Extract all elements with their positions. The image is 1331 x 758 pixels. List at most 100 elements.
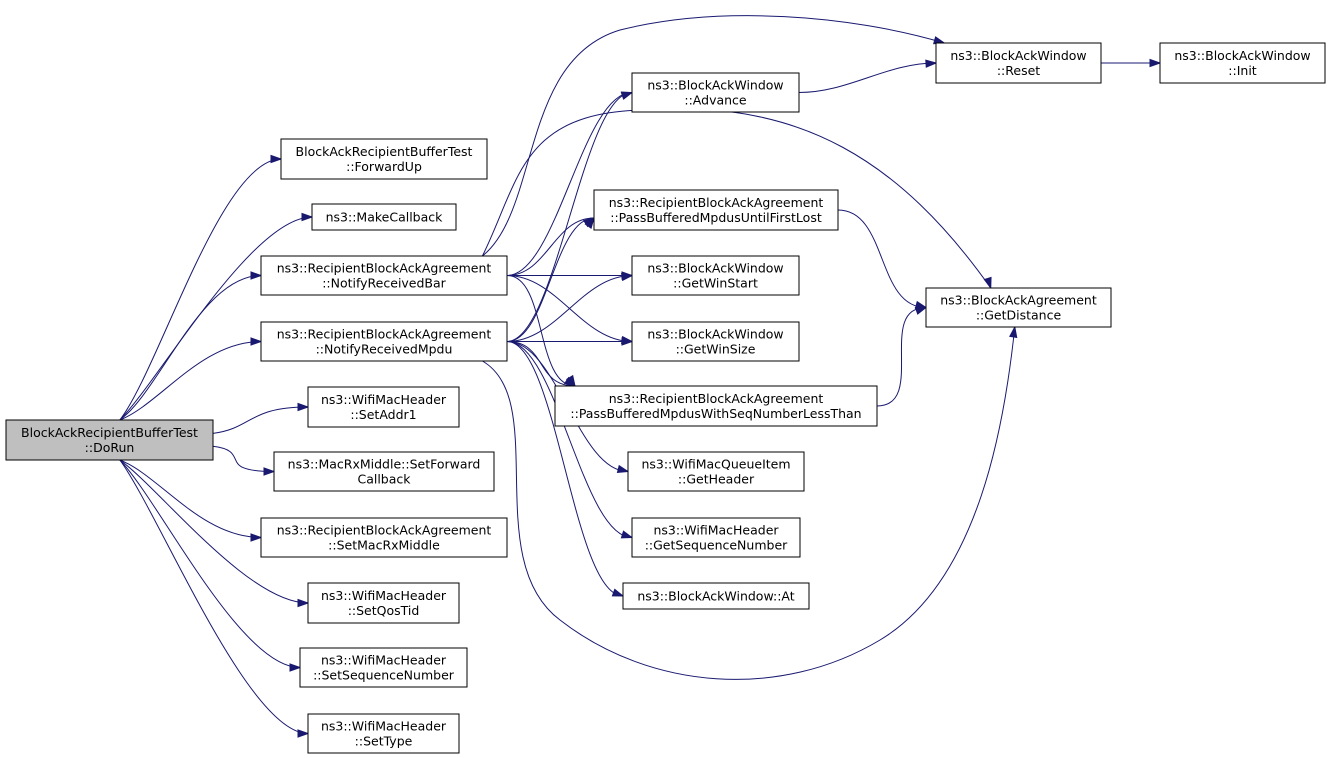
node-makecallback[interactable]: ns3::MakeCallback — [311, 203, 457, 231]
node-label: BlockAckRecipientBufferTest — [21, 425, 198, 440]
node-box — [307, 386, 460, 428]
node-notifybar[interactable]: ns3::RecipientBlockAckAgreement::NotifyR… — [260, 255, 508, 296]
node-label: ::NotifyReceivedBar — [322, 276, 446, 291]
node-getwinsize[interactable]: ns3::BlockAckWindow::GetWinSize — [631, 321, 800, 362]
node-label: ::GetSequenceNumber — [645, 538, 788, 553]
edge-dorun-to-settype — [119, 459, 310, 738]
node-label: ns3::RecipientBlockAckAgreement — [277, 327, 492, 342]
edge-line — [119, 158, 282, 421]
node-box — [299, 647, 468, 688]
node-getwinstart[interactable]: ns3::BlockAckWindow::GetWinStart — [631, 255, 800, 296]
node-notifympdu[interactable]: ns3::RecipientBlockAckAgreement::NotifyR… — [260, 321, 508, 362]
edge-arrowhead — [270, 154, 283, 164]
node-box — [1159, 42, 1326, 84]
node-label: ns3::BlockAckWindow — [950, 48, 1086, 63]
edge-line — [119, 459, 301, 668]
edge-dorun-to-makecallback — [119, 212, 314, 421]
node-label: ns3::MacRxMiddle::SetForward — [288, 457, 481, 472]
node-box — [631, 517, 801, 558]
edge-notifympdu-to-at — [506, 341, 625, 597]
node-label: ns3::WifiMacHeader — [321, 719, 447, 734]
edge-arrowhead — [611, 588, 625, 597]
edge-arrowhead — [297, 402, 310, 412]
node-label: ns3::WifiMacHeader — [321, 392, 447, 407]
node-passlessthan[interactable]: ns3::RecipientBlockAckAgreement::PassBuf… — [554, 385, 878, 427]
node-label: ::Advance — [684, 93, 747, 108]
node-settype[interactable]: ns3::WifiMacHeader::SetType — [307, 713, 460, 754]
node-label: ns3::RecipientBlockAckAgreement — [609, 195, 824, 210]
node-setaddr1[interactable]: ns3::WifiMacHeader::SetAddr1 — [307, 386, 460, 428]
node-label: ns3::WifiMacHeader — [321, 588, 447, 603]
node-box — [5, 419, 214, 461]
edge-arrowhead — [914, 306, 928, 315]
node-reset[interactable]: ns3::BlockAckWindow::Reset — [935, 42, 1102, 84]
edge-arrowhead — [301, 212, 314, 222]
edge-line — [506, 92, 633, 342]
edge-arrowhead — [620, 530, 634, 539]
node-label: ::SetMacRxMiddle — [328, 538, 440, 553]
edge-passlessthan-to-getdistance — [876, 306, 928, 407]
node-advance[interactable]: ns3::BlockAckWindow::Advance — [631, 72, 800, 113]
edge-arrowhead — [297, 598, 310, 608]
node-box — [307, 713, 460, 754]
node-label: ns3::WifiMacHeader — [653, 523, 779, 538]
node-box — [311, 203, 457, 231]
edge-arrowhead — [620, 91, 634, 100]
node-label: ::Init — [1228, 63, 1257, 78]
node-label: ::GetWinStart — [673, 276, 758, 291]
edge-dorun-to-setforward — [212, 445, 276, 476]
edge-dorun-to-setmacrx — [119, 459, 263, 542]
node-box — [631, 72, 800, 113]
edge-arrowhead — [584, 216, 595, 230]
node-getheader[interactable]: ns3::WifiMacQueueItem::GetHeader — [627, 451, 805, 492]
edge-notifybar-to-advance — [506, 91, 634, 276]
node-setqostid[interactable]: ns3::WifiMacHeader::SetQosTid — [307, 582, 460, 624]
node-getdistance[interactable]: ns3::BlockAckAgreement::GetDistance — [925, 287, 1112, 328]
node-dorun[interactable]: BlockAckRecipientBufferTest::DoRun — [5, 419, 214, 461]
edge-arrowhead — [621, 272, 634, 282]
edge-line — [119, 459, 262, 538]
node-box — [554, 385, 878, 427]
node-getseqnum[interactable]: ns3::WifiMacHeader::GetSequenceNumber — [631, 517, 801, 558]
edge-line — [506, 275, 633, 342]
edge-notifympdu-to-advance — [506, 91, 634, 342]
node-label: ::ForwardUp — [346, 159, 422, 174]
node-label: ns3::WifiMacHeader — [321, 653, 447, 668]
node-box — [260, 321, 508, 362]
edge-notifybar-to-getwinsize — [506, 275, 634, 345]
edge-arrowhead — [563, 376, 577, 387]
node-forwardup[interactable]: BlockAckRecipientBufferTest::ForwardUp — [280, 138, 488, 180]
node-setseqnum[interactable]: ns3::WifiMacHeader::SetSequenceNumber — [299, 647, 468, 688]
edge-dorun-to-setseqnum — [119, 459, 302, 672]
edge-reset-to-init — [1101, 58, 1162, 68]
node-label: ::SetQosTid — [348, 603, 420, 618]
edge-dorun-to-forwardup — [119, 154, 283, 421]
node-label: ns3::RecipientBlockAckAgreement — [277, 523, 492, 538]
edge-dorun-to-notifybar — [119, 271, 263, 421]
edge-arrowhead — [621, 337, 634, 346]
node-label: ns3::BlockAckWindow — [647, 327, 783, 342]
node-label: ::GetHeader — [678, 472, 755, 487]
node-label: ns3::BlockAckWindow::At — [637, 589, 794, 604]
node-init[interactable]: ns3::BlockAckWindow::Init — [1159, 42, 1326, 84]
edge-arrowhead — [263, 467, 276, 476]
node-passfirstlost[interactable]: ns3::RecipientBlockAckAgreement::PassBuf… — [593, 189, 839, 231]
edge-line — [506, 92, 633, 276]
edge-arrowhead — [250, 271, 263, 280]
node-at[interactable]: ns3::BlockAckWindow::At — [622, 582, 810, 610]
edge-line — [506, 341, 633, 538]
edge-line — [212, 445, 275, 472]
node-setmacrx[interactable]: ns3::RecipientBlockAckAgreement::SetMacR… — [260, 517, 508, 558]
node-box — [307, 582, 460, 624]
edge-line — [506, 217, 595, 342]
edge-line — [119, 459, 309, 604]
edge-passfirstlost-to-getdistance — [837, 209, 928, 309]
node-label: ::GetDistance — [976, 308, 1062, 323]
node-label: ns3::RecipientBlockAckAgreement — [609, 391, 824, 406]
node-label: ns3::BlockAckWindow — [1174, 48, 1310, 63]
edge-arrowhead — [297, 729, 310, 738]
node-label: ::DoRun — [85, 440, 135, 455]
node-box — [593, 189, 839, 231]
node-label: ns3::BlockAckWindow — [647, 78, 783, 93]
